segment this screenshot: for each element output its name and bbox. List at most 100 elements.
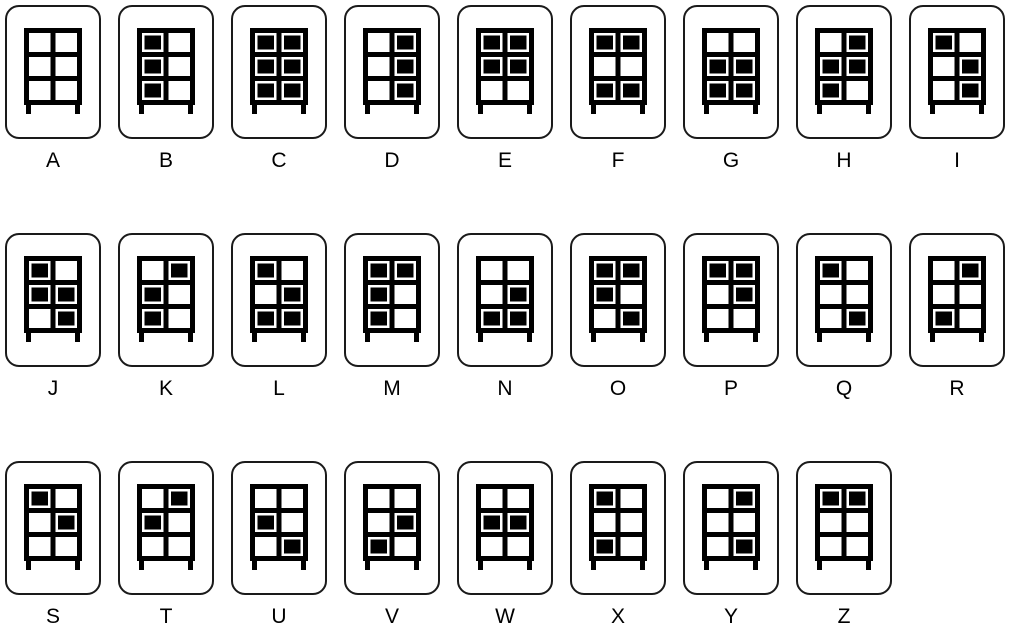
shelf-grid-icon (589, 484, 647, 572)
filled-cell (596, 539, 613, 554)
letter-card-unit: C (231, 5, 327, 173)
shelf-grid-icon (815, 28, 873, 116)
letter-card (118, 233, 214, 367)
letter-card (231, 5, 327, 139)
letter-card (570, 461, 666, 595)
filled-cell (736, 287, 753, 302)
filled-cell (709, 59, 726, 74)
letter-card-unit: F (570, 5, 666, 173)
filled-cell (370, 287, 387, 302)
letter-card-unit: X (570, 461, 666, 629)
shelf-grid-icon (363, 484, 421, 570)
letter-card (5, 5, 101, 139)
letter-card (118, 5, 214, 139)
filled-cell (370, 311, 387, 326)
filled-cell (849, 59, 866, 74)
letter-card (570, 233, 666, 367)
shelf-grid-icon (928, 256, 986, 342)
shelf-grid-icon (815, 256, 873, 342)
letter-card (909, 233, 1005, 367)
letter-card-unit: H (796, 5, 892, 173)
filled-cell (623, 35, 640, 50)
shelf-grid-icon (702, 28, 760, 114)
letter-card-unit: D (344, 5, 440, 173)
letter-card (457, 461, 553, 595)
shelf-grid-icon (589, 28, 647, 114)
shelf-grid-icon (702, 256, 760, 342)
shelf-grid-icon (24, 28, 82, 114)
shelf-grid-icon (137, 256, 195, 342)
card-letter-label: T (159, 605, 173, 628)
shelf-grid-icon (702, 484, 760, 570)
filled-cell (370, 539, 387, 554)
letter-card (796, 461, 892, 595)
shelf-grid-icon (589, 28, 647, 116)
filled-cell (257, 263, 274, 278)
shelf-grid-icon (250, 28, 308, 114)
filled-cell (144, 311, 161, 326)
filled-cell (171, 263, 188, 278)
shelf-grid-icon (24, 28, 82, 116)
filled-cell (736, 83, 753, 98)
card-letter-label: V (384, 605, 399, 628)
card-letter-label: F (611, 149, 625, 172)
letter-card (683, 461, 779, 595)
filled-cell (962, 263, 979, 278)
shelf-grid-icon (137, 28, 195, 116)
letter-card (118, 461, 214, 595)
letter-card-unit: S (5, 461, 101, 629)
filled-cell (370, 263, 387, 278)
letter-card-unit: R (909, 233, 1005, 401)
letter-card-unit: J (5, 233, 101, 401)
filled-cell (709, 263, 726, 278)
filled-cell (257, 311, 274, 326)
card-letter-label: M (383, 377, 401, 400)
card-letter-label: I (954, 149, 960, 172)
letter-card-unit: T (118, 461, 214, 629)
letter-card-unit: O (570, 233, 666, 401)
filled-cell (483, 515, 500, 530)
shelf-grid-icon (476, 28, 534, 116)
card-letter-label: B (158, 149, 173, 172)
letter-card (909, 5, 1005, 139)
filled-cell (596, 83, 613, 98)
shelf-grid-icon (137, 28, 195, 114)
filled-cell (935, 311, 952, 326)
letter-card-unit: G (683, 5, 779, 173)
filled-cell (709, 83, 726, 98)
filled-cell (257, 35, 274, 50)
shelf-grid-icon (476, 256, 534, 342)
letter-card-unit: A (5, 5, 101, 173)
shelf-grid-icon (250, 256, 308, 342)
shelf-grid-icon (137, 484, 195, 570)
filled-cell (736, 263, 753, 278)
letter-card (344, 461, 440, 595)
filled-cell (397, 35, 414, 50)
filled-cell (31, 287, 48, 302)
shelf-grid-icon (476, 484, 534, 572)
letter-card (683, 233, 779, 367)
filled-cell (822, 491, 839, 506)
card-letter-label: W (495, 605, 515, 628)
shelf-grid-icon (363, 256, 421, 344)
filled-cell (510, 35, 527, 50)
card-letter-label: L (273, 377, 285, 400)
letter-card-unit: B (118, 5, 214, 173)
shelf-grid-icon (476, 484, 534, 570)
shelf-grid-icon (589, 256, 647, 342)
shelf-grid-icon (702, 28, 760, 116)
filled-cell (736, 491, 753, 506)
filled-cell (736, 59, 753, 74)
letter-card (570, 5, 666, 139)
shelf-grid-icon (24, 256, 82, 342)
filled-cell (822, 59, 839, 74)
filled-cell (962, 83, 979, 98)
shelf-grid-icon (363, 28, 421, 116)
filled-cell (144, 287, 161, 302)
filled-cell (483, 35, 500, 50)
letter-card (231, 461, 327, 595)
letter-card (344, 5, 440, 139)
filled-cell (144, 35, 161, 50)
letter-card-unit: K (118, 233, 214, 401)
card-row-2: J K L M N O P (5, 233, 1024, 401)
